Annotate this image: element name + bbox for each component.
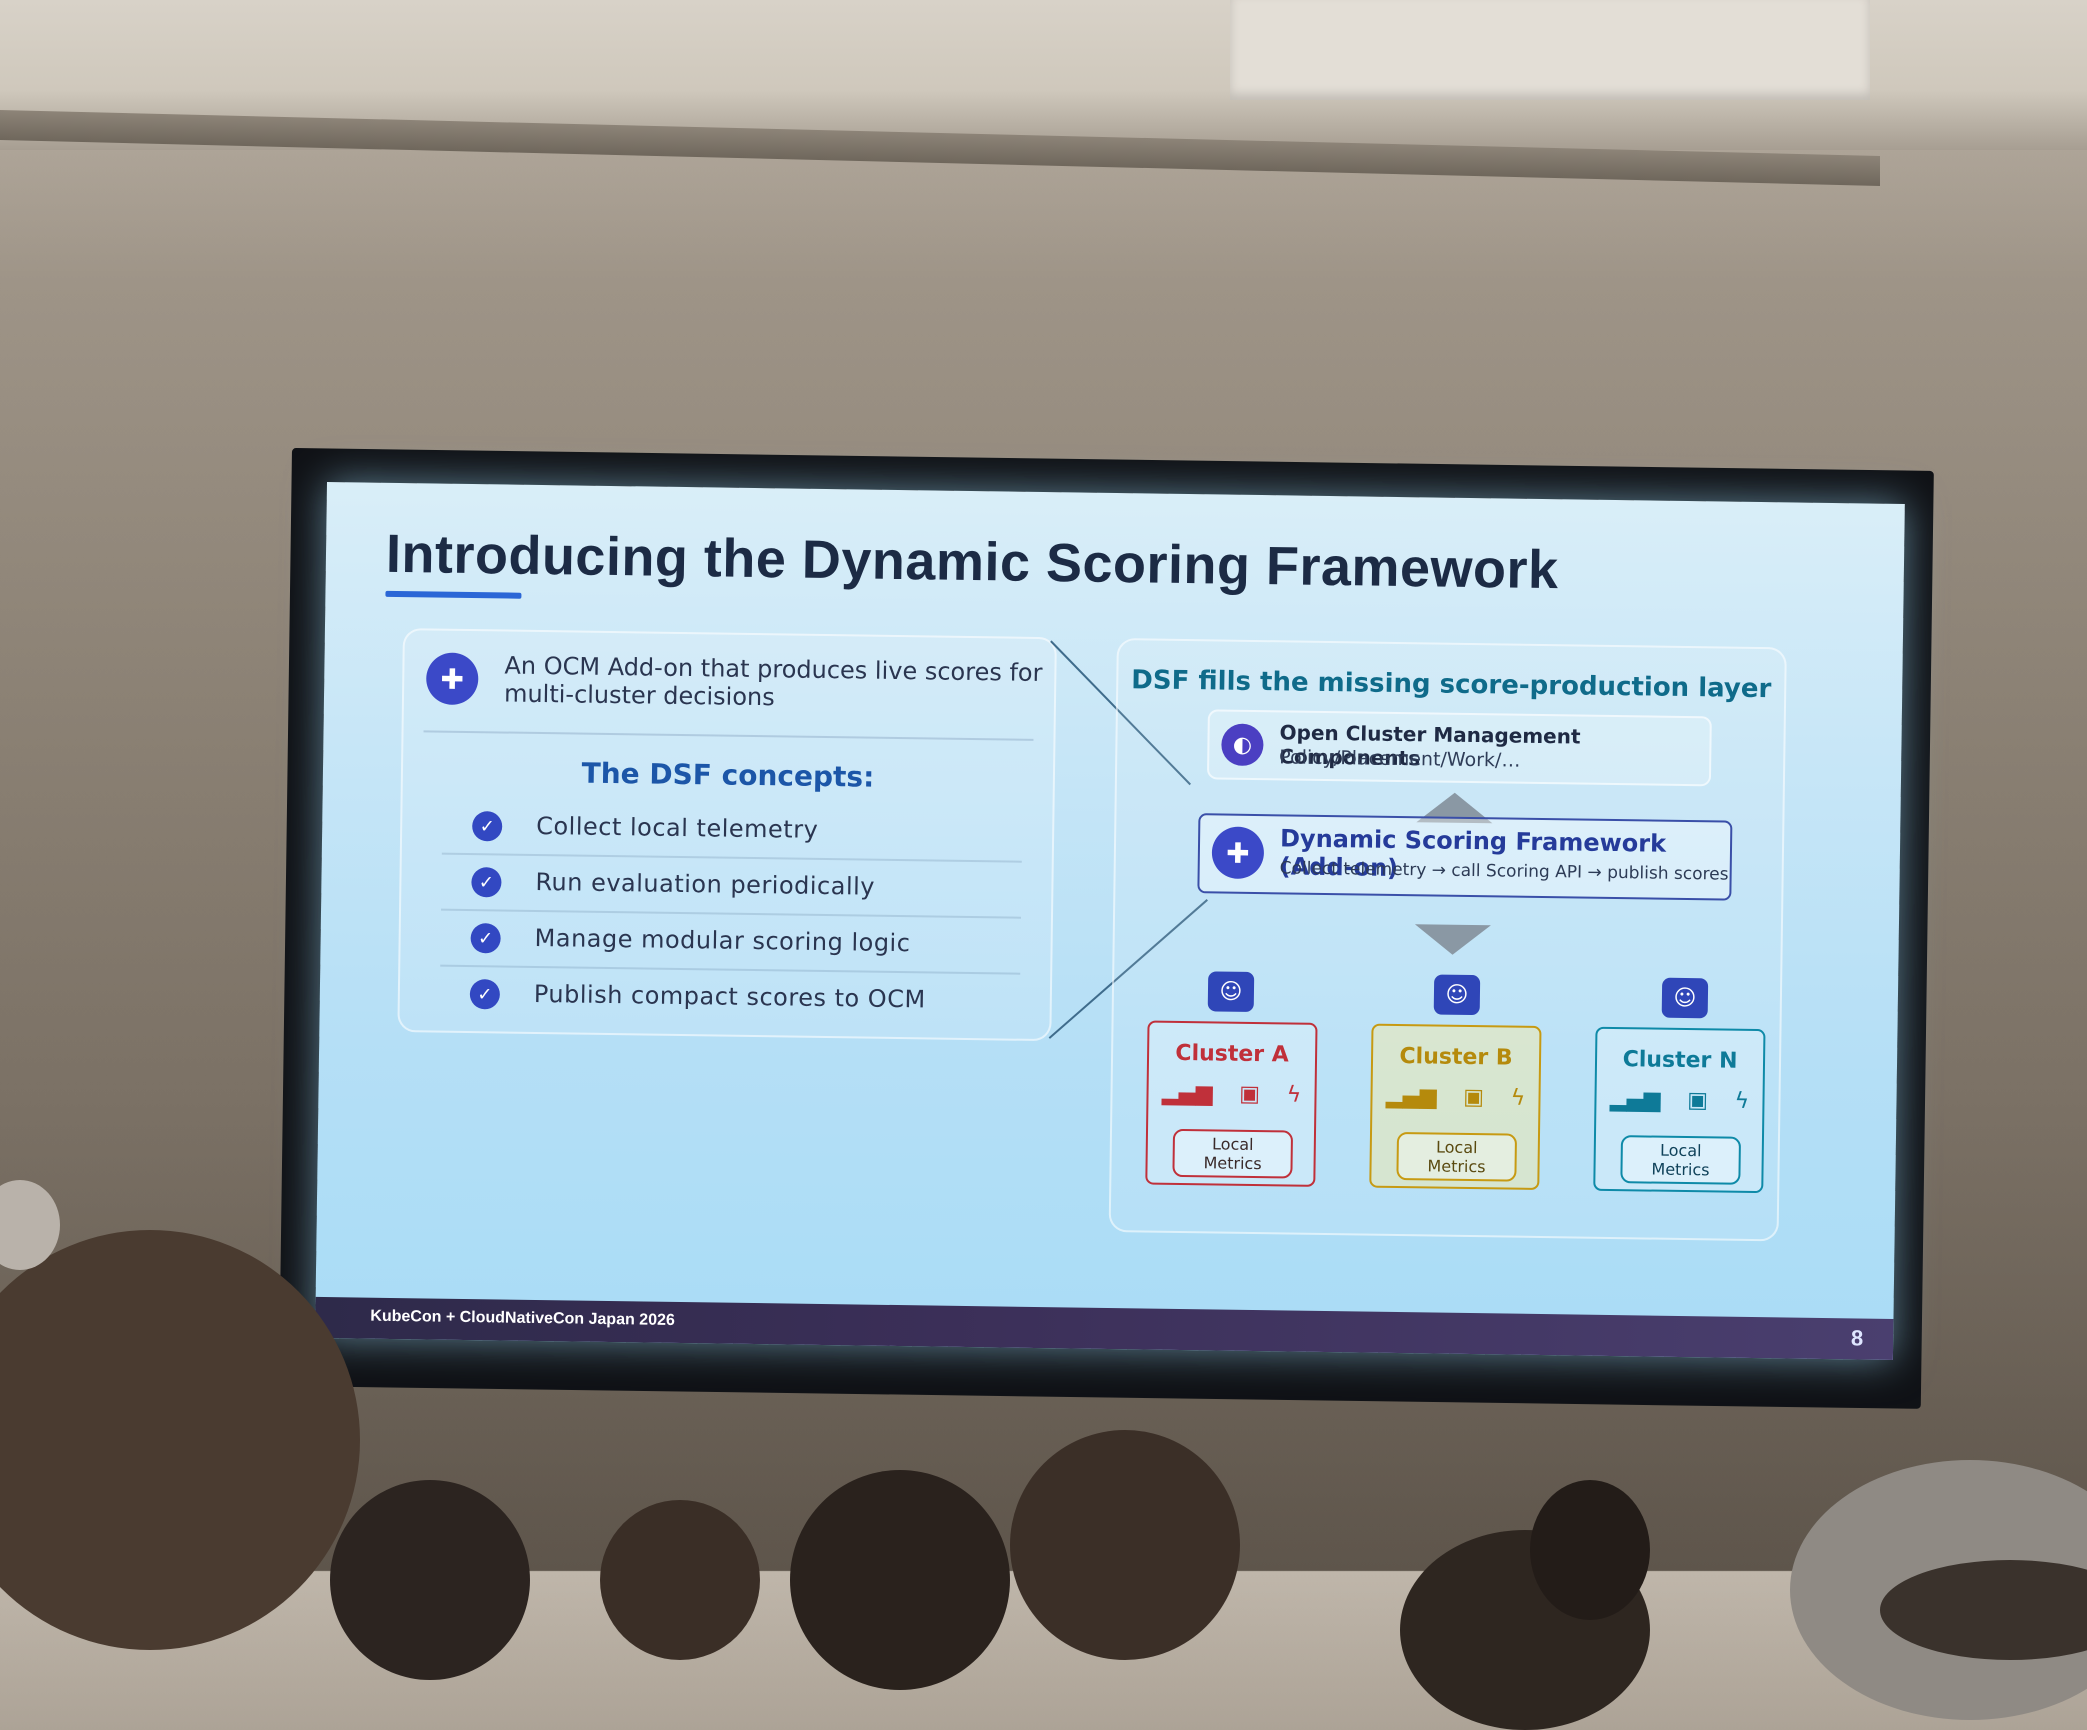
- robot-icon: ☺: [1661, 977, 1709, 1019]
- concept-item: ✓ Run evaluation periodically: [441, 854, 1022, 919]
- audience-head: [330, 1480, 530, 1680]
- concept-item: ✓ Collect local telemetry: [441, 798, 1023, 863]
- concepts-heading: The DSF concepts:: [581, 756, 875, 794]
- concept-label: Manage modular scoring logic: [534, 923, 911, 958]
- lightning-icon: ϟ: [1510, 1085, 1526, 1111]
- concept-label: Collect local telemetry: [536, 811, 819, 844]
- puzzle-icon: ✚: [425, 652, 479, 706]
- lightning-icon: ϟ: [1286, 1082, 1302, 1108]
- concept-label: Run evaluation periodically: [535, 867, 876, 901]
- local-metrics-badge: Local Metrics: [1396, 1132, 1518, 1182]
- audience-head: [1010, 1430, 1240, 1660]
- cluster-icons: ▂▄▆ ▣ ϟ: [1148, 1081, 1314, 1108]
- check-circle-icon: ✓: [472, 811, 503, 842]
- diagram-heading: DSF fills the missing score-production l…: [1131, 665, 1772, 705]
- puzzle-icon: ✚: [1211, 826, 1265, 880]
- check-circle-icon: ✓: [469, 979, 501, 1010]
- footer-event-name: KubeCon + CloudNativeCon Japan 2026: [370, 1307, 675, 1329]
- cluster-name: Cluster A: [1175, 1040, 1289, 1068]
- card-divider: [423, 730, 1034, 741]
- local-metrics-badge: Local Metrics: [1620, 1135, 1741, 1185]
- audience-head: [600, 1500, 760, 1660]
- robot-icon: ☺: [1433, 974, 1481, 1016]
- intro-text: An OCM Add-on that produces live scores …: [503, 651, 1043, 712]
- check-circle-icon: ✓: [471, 867, 502, 898]
- audience-head: [1530, 1480, 1650, 1620]
- signal-bars-icon: ▂▄▆: [1385, 1083, 1437, 1110]
- diagram-card: DSF fills the missing score-production l…: [1108, 638, 1787, 1242]
- concept-label: Publish compact scores to OCM: [533, 979, 926, 1014]
- cpu-chip-icon: ▣: [1687, 1088, 1709, 1114]
- local-metrics-badge: Local Metrics: [1172, 1128, 1294, 1179]
- cpu-chip-icon: ▣: [1463, 1084, 1485, 1111]
- concept-item: ✓ Manage modular scoring logic: [440, 910, 1021, 975]
- signal-bars-icon: ▂▄▆: [1609, 1086, 1661, 1113]
- cpu-chip-icon: ▣: [1239, 1081, 1261, 1108]
- check-circle-icon: ✓: [470, 923, 501, 954]
- lightning-icon: ϟ: [1734, 1088, 1750, 1114]
- cluster-card-a: Cluster A ▂▄▆ ▣ ϟ Local Metrics: [1145, 1020, 1318, 1187]
- ocm-components-box: ◐ Open Cluster Management Components Pol…: [1206, 709, 1712, 787]
- cluster-name: Cluster N: [1622, 1047, 1738, 1074]
- slide-title: Introducing the Dynamic Scoring Framewor…: [385, 523, 1560, 601]
- dsf-addon-box: ✚ Dynamic Scoring Framework (Add-on) Col…: [1197, 813, 1733, 901]
- concept-item: ✓ Publish compact scores to OCM: [439, 967, 1020, 1029]
- ceiling-panel: [1230, 0, 1870, 100]
- cluster-icons: ▂▄▆ ▣ ϟ: [1596, 1087, 1762, 1114]
- cluster-card-n: Cluster N ▂▄▆ ▣ ϟ Local Metrics: [1593, 1026, 1766, 1194]
- arrow-down-icon: [1414, 924, 1491, 956]
- audience-head: [790, 1470, 1010, 1690]
- cluster-name: Cluster B: [1399, 1044, 1513, 1071]
- cluster-icons: ▂▄▆ ▣ ϟ: [1372, 1084, 1538, 1111]
- robot-icon: ☺: [1207, 971, 1255, 1012]
- signal-bars-icon: ▂▄▆: [1161, 1080, 1213, 1107]
- cluster-card-b: Cluster B ▂▄▆ ▣ ϟ Local Metrics: [1369, 1023, 1542, 1190]
- title-underline: [385, 590, 522, 599]
- ocm-logo-icon: ◐: [1221, 723, 1264, 767]
- page-number: 8: [1850, 1325, 1864, 1351]
- ocm-subtitle: Policy/Placement/Work/…: [1279, 746, 1521, 772]
- concepts-card: ✚ An OCM Add-on that produces live score…: [397, 628, 1057, 1042]
- presentation-slide: Introducing the Dynamic Scoring Framewor…: [315, 482, 1905, 1360]
